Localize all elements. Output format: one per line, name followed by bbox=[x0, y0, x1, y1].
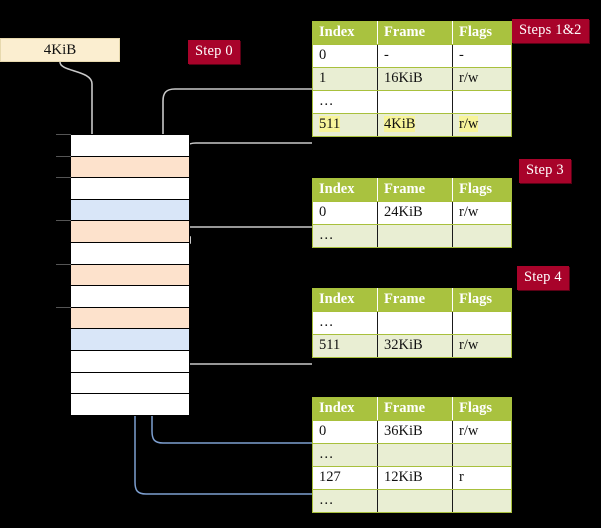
cell-frame: 16KiB bbox=[377, 67, 453, 91]
memory-frame-tick bbox=[56, 220, 71, 222]
cell-frame bbox=[377, 90, 453, 114]
column-header-frame: Frame bbox=[377, 397, 453, 421]
column-header-flags: Flags bbox=[452, 288, 512, 312]
cell-flags: r/w bbox=[452, 67, 512, 91]
memory-frame-row bbox=[70, 328, 190, 351]
cell-frame: 32KiB bbox=[377, 334, 453, 358]
column-header-frame: Frame bbox=[377, 21, 453, 45]
memory-frame-row bbox=[70, 155, 190, 179]
column-header-frame: Frame bbox=[377, 178, 453, 202]
cell-frame bbox=[377, 489, 453, 513]
cell-index: … bbox=[312, 311, 378, 335]
cell-flags: r/w bbox=[452, 420, 512, 444]
memory-frame-tick bbox=[56, 155, 71, 157]
memory-frame-row bbox=[70, 393, 190, 416]
column-header-flags: Flags bbox=[452, 397, 512, 421]
memory-frame-row bbox=[70, 350, 190, 373]
memory-frame-row bbox=[70, 220, 190, 243]
cell-flags: r/w bbox=[452, 334, 512, 358]
legend-4kib-box: 4KiB bbox=[0, 38, 120, 62]
memory-frame-row bbox=[70, 242, 190, 265]
memory-frame-row bbox=[70, 134, 190, 157]
cell-index: … bbox=[312, 443, 378, 467]
cell-frame bbox=[377, 311, 453, 335]
cell-index: 1 bbox=[312, 67, 378, 91]
cell-flags bbox=[452, 311, 512, 335]
memory-frame-tick bbox=[56, 306, 71, 308]
column-header-flags: Flags bbox=[452, 178, 512, 202]
wire-t3row511-to-memory bbox=[169, 308, 312, 365]
cell-flags: r/w bbox=[452, 201, 512, 225]
step-label-2: Step 3 bbox=[519, 159, 571, 183]
table-row: … bbox=[312, 224, 512, 248]
column-header-flags: Flags bbox=[452, 21, 512, 45]
memory-frame-row bbox=[70, 285, 190, 308]
step-label-3: Step 4 bbox=[517, 266, 569, 290]
column-header-index: Index bbox=[312, 178, 378, 202]
physical-memory-column bbox=[56, 134, 190, 416]
cell-frame: - bbox=[377, 44, 453, 68]
cell-index: 127 bbox=[312, 466, 378, 490]
cell-index: … bbox=[312, 90, 378, 114]
wire-t2row0-to-memory bbox=[177, 226, 312, 287]
cell-frame: 12KiB bbox=[377, 466, 453, 490]
cell-index: 0 bbox=[312, 420, 378, 444]
cell-frame: 4KiB bbox=[377, 113, 453, 137]
wire-t1row511-to-memory bbox=[183, 142, 312, 244]
cell-flags: - bbox=[452, 44, 512, 68]
memory-frame-row bbox=[70, 177, 190, 200]
column-header-index: Index bbox=[312, 397, 378, 421]
table-row: … bbox=[312, 489, 512, 513]
cell-index: 0 bbox=[312, 44, 378, 68]
table-row: … bbox=[312, 90, 512, 114]
highlighted-value: r/w bbox=[459, 116, 479, 132]
table-row: 0-- bbox=[312, 44, 512, 68]
cell-index: … bbox=[312, 489, 378, 513]
highlighted-value: 511 bbox=[319, 116, 341, 132]
table-row: … bbox=[312, 311, 512, 335]
cell-frame: 36KiB bbox=[377, 420, 453, 444]
memory-frame-row bbox=[70, 371, 190, 395]
memory-frame-row bbox=[70, 263, 190, 287]
table-row: 511 4KiB r/w bbox=[312, 113, 512, 137]
column-header-frame: Frame bbox=[377, 288, 453, 312]
cell-flags bbox=[452, 443, 512, 467]
memory-frame-row bbox=[70, 306, 190, 330]
cell-flags bbox=[452, 489, 512, 513]
memory-frame-tick bbox=[56, 177, 71, 179]
table-row: … bbox=[312, 443, 512, 467]
cell-flags bbox=[452, 224, 512, 248]
legend-4kib-label: 4KiB bbox=[43, 41, 77, 58]
step-label-1: Steps 1&2 bbox=[512, 19, 589, 43]
cell-flags bbox=[452, 90, 512, 114]
memory-frame-row bbox=[70, 198, 190, 222]
cell-frame bbox=[377, 224, 453, 248]
cell-flags: r/w bbox=[452, 113, 512, 137]
cell-index: … bbox=[312, 224, 378, 248]
column-header-index: Index bbox=[312, 288, 378, 312]
cell-frame bbox=[377, 443, 453, 467]
cell-index: 0 bbox=[312, 201, 378, 225]
memory-frame-tick bbox=[56, 263, 71, 265]
cell-frame: 24KiB bbox=[377, 201, 453, 225]
cell-flags: r bbox=[452, 466, 512, 490]
cell-index: 511 bbox=[312, 334, 378, 358]
memory-frame-tick bbox=[56, 134, 71, 135]
highlighted-value: 4KiB bbox=[384, 116, 416, 132]
column-header-index: Index bbox=[312, 21, 378, 45]
step-label-0: Step 0 bbox=[188, 40, 240, 64]
cell-index: 511 bbox=[312, 113, 378, 137]
